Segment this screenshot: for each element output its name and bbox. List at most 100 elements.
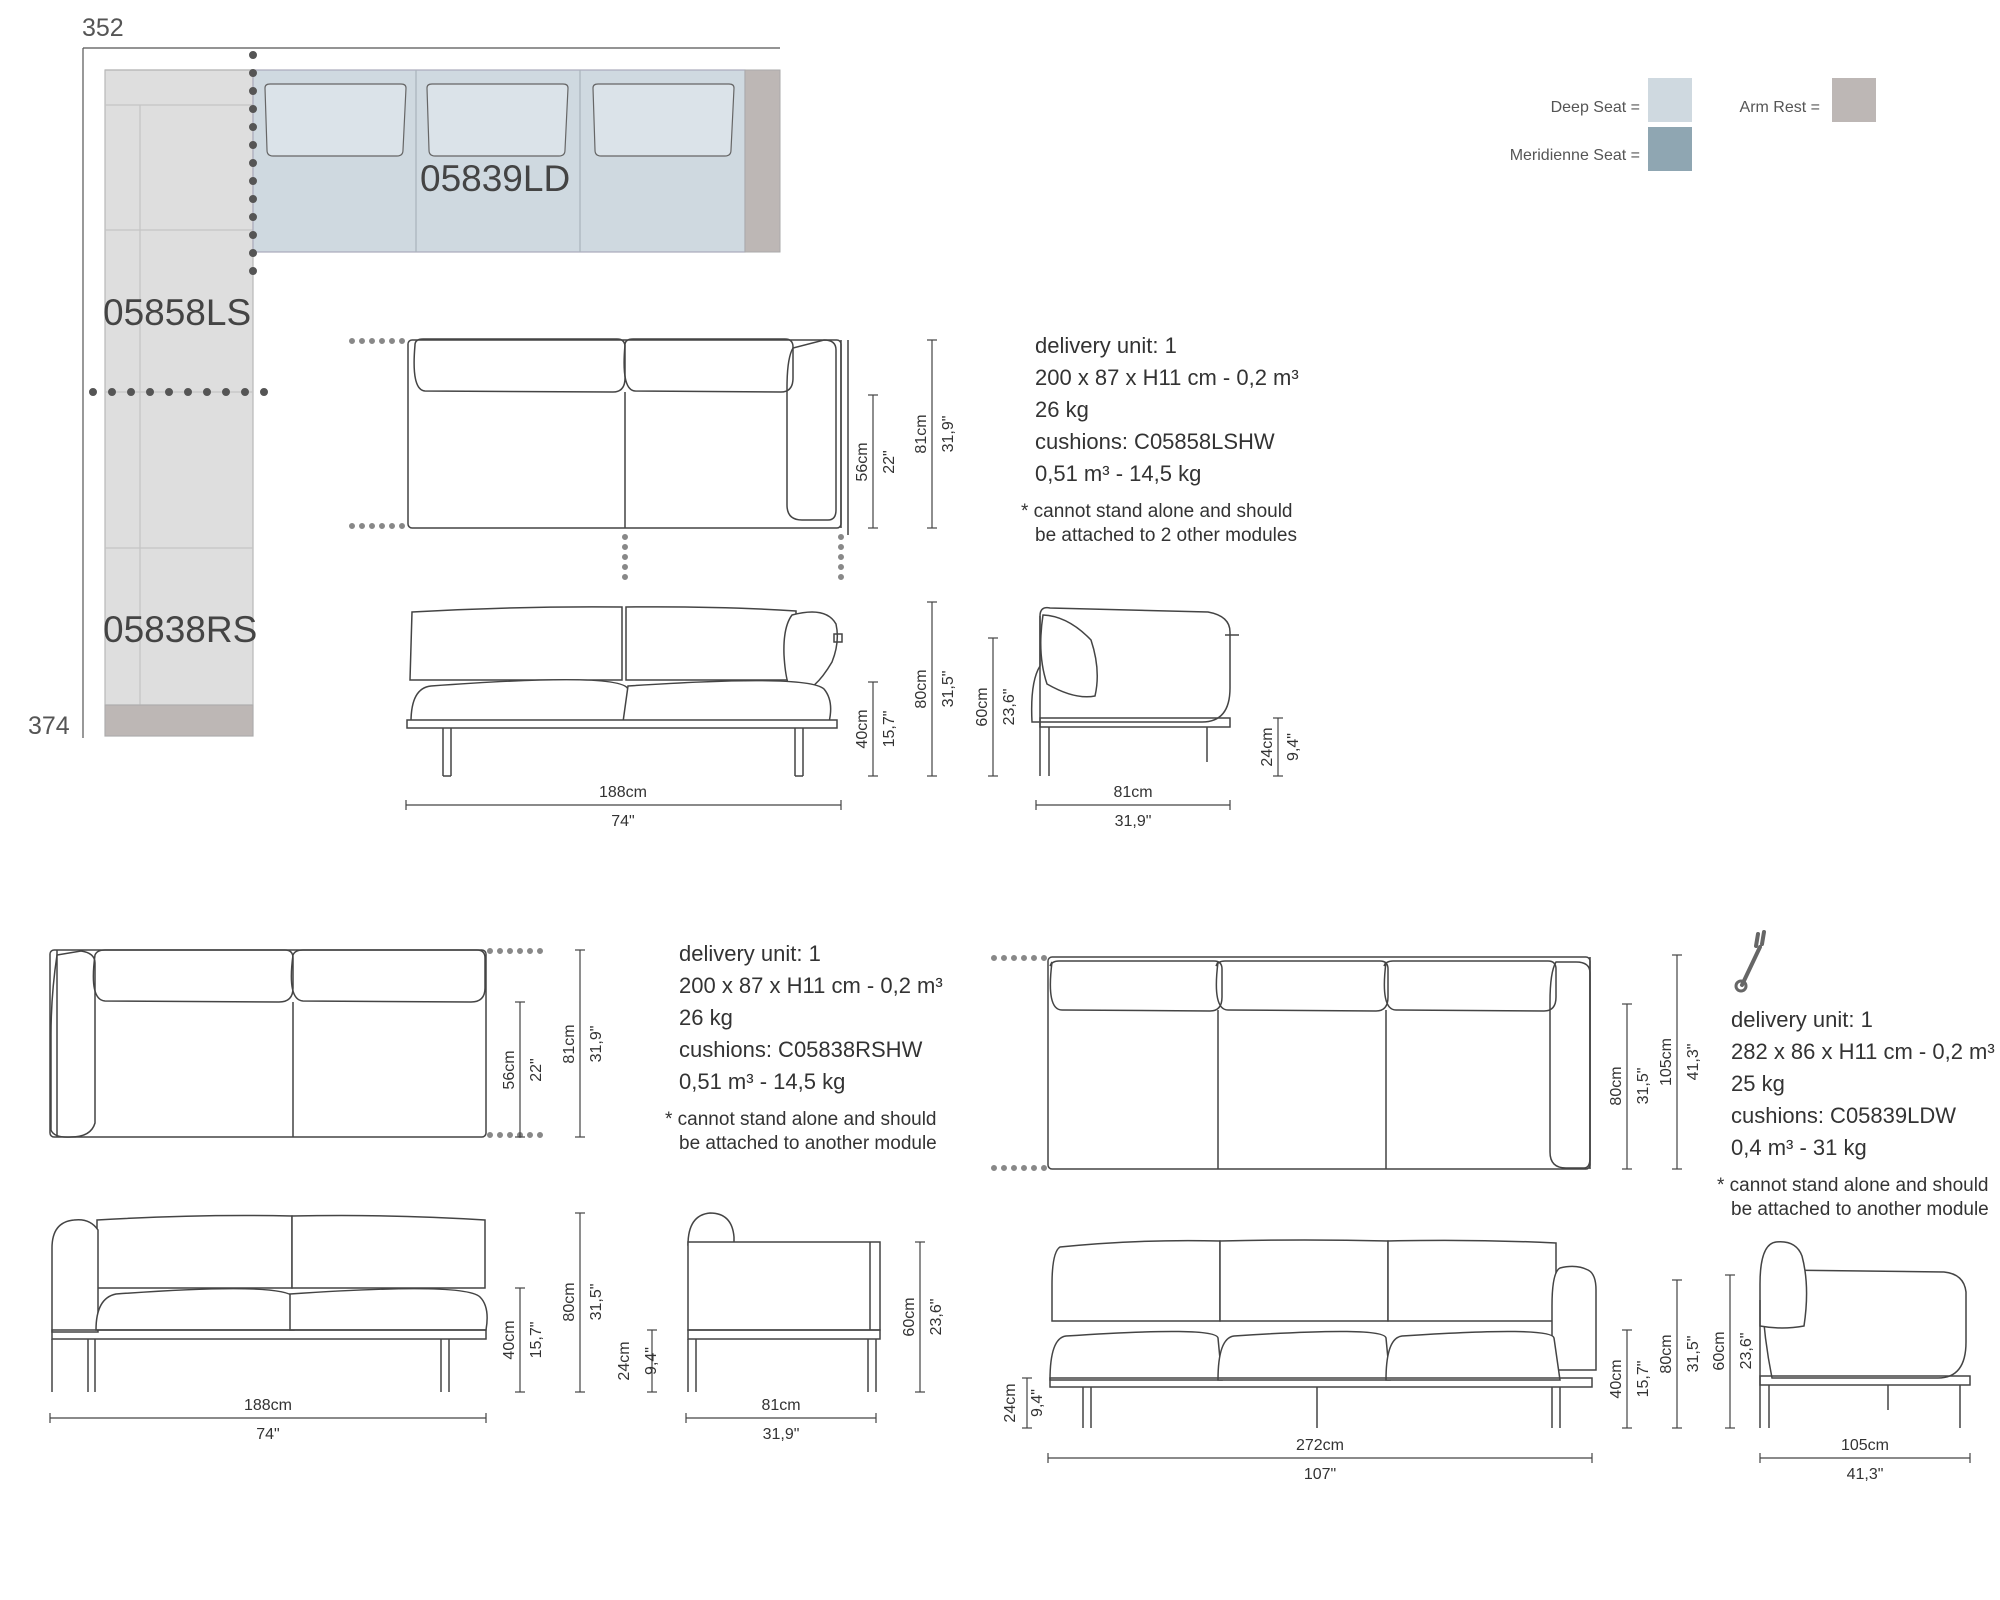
ld-front-leg-in: 9,4" bbox=[1029, 1389, 1046, 1417]
ls-front-seat-h-in: 15,7" bbox=[881, 711, 898, 748]
plan-width-label: 352 bbox=[82, 14, 124, 42]
module-rs-top-view bbox=[49, 949, 487, 1138]
ld-side-in: 41,3" bbox=[1847, 1466, 1884, 1483]
ld-front-arm-cm: 60cm bbox=[1711, 1331, 1728, 1370]
module-ld-info: delivery unit: 1 282 x 86 x H11 cm - 0,2… bbox=[1717, 1004, 1996, 1222]
module-rs-front-view bbox=[51, 1214, 488, 1392]
ls-side-leg-in: 9,4" bbox=[1285, 733, 1302, 761]
ls-cushion-size: 0,51 m³ - 14,5 kg bbox=[1035, 461, 1202, 486]
ld-top-seat-cm: 80cm bbox=[1608, 1066, 1625, 1105]
rs-front-h-in: 31,5" bbox=[588, 1284, 605, 1321]
module-rs-side-view bbox=[687, 1212, 881, 1392]
rs-side-leg-in: 9,4" bbox=[643, 1347, 660, 1375]
ls-top-seat-cm: 56cm bbox=[854, 442, 871, 481]
ld-front-leg-cm: 24cm bbox=[1002, 1383, 1019, 1422]
plan-label-05838RS: 05838RS bbox=[103, 609, 257, 650]
ls-note: * cannot stand alone and should be attac… bbox=[1021, 500, 1375, 548]
ld-cushions: cushions: C05839LDW bbox=[1731, 1103, 1957, 1128]
ls-note-line1: * cannot stand alone and should bbox=[1021, 501, 1293, 522]
ld-note-line1: * cannot stand alone and should bbox=[1717, 1175, 1989, 1196]
ls-front-h-cm: 80cm bbox=[913, 669, 930, 708]
ls-front-h-in: 31,5" bbox=[940, 671, 957, 708]
ld-top-depth-cm: 105cm bbox=[1658, 1038, 1675, 1086]
ld-front-seat-h-in: 15,7" bbox=[1635, 1361, 1652, 1398]
ls-side-leg-cm: 24cm bbox=[1259, 727, 1276, 766]
plan-label-05858LS: 05858LS bbox=[103, 292, 251, 333]
rs-front-seat-h-in: 15,7" bbox=[528, 1322, 545, 1359]
plan-cushion-3 bbox=[592, 83, 735, 157]
module-ld-top-view bbox=[1047, 956, 1591, 1170]
plan-arm-rest-bottom bbox=[104, 704, 254, 737]
rs-side-cm: 81cm bbox=[761, 1397, 800, 1414]
rs-top-seat-in: 22" bbox=[528, 1058, 545, 1081]
ls-note-line2: be attached to 2 other modules bbox=[1035, 525, 1297, 546]
rs-width-cm: 188cm bbox=[244, 1397, 292, 1414]
module-ls-top-dots bbox=[349, 338, 844, 587]
rs-side-leg-cm: 24cm bbox=[616, 1341, 633, 1380]
plan-straight-seat bbox=[104, 69, 254, 737]
ls-top-depth-cm: 81cm bbox=[913, 414, 930, 453]
plan-label-05839LD: 05839LD bbox=[420, 158, 570, 199]
dimension-lines bbox=[49, 339, 1971, 1463]
ld-width-cm: 272cm bbox=[1296, 1437, 1344, 1454]
ls-top-depth-in: 31,9" bbox=[940, 416, 957, 453]
legend-arm-rest-label: Arm Rest = bbox=[1739, 99, 1820, 116]
rs-weight: 26 kg bbox=[679, 1005, 733, 1030]
rs-size: 200 x 87 x H11 cm - 0,2 m³ bbox=[679, 973, 943, 998]
ls-front-arm-cm: 60cm bbox=[974, 687, 991, 726]
module-ls-info: delivery unit: 1 200 x 87 x H11 cm - 0,2… bbox=[1021, 330, 1375, 548]
module-rs-top-dots bbox=[487, 948, 548, 1138]
legend-deep-seat-label: Deep Seat = bbox=[1550, 99, 1640, 116]
ld-front-h-cm: 80cm bbox=[1658, 1334, 1675, 1373]
rs-top-depth-in: 31,9" bbox=[588, 1026, 605, 1063]
legend-deep-seat-swatch bbox=[1648, 78, 1692, 122]
legend-arm-rest-swatch bbox=[1832, 78, 1876, 122]
plan-view: 352 374 05839LD 05858LS 05838RS bbox=[28, 14, 781, 740]
ls-front-arm-in: 23,6" bbox=[1001, 689, 1018, 726]
module-ld-side-view bbox=[1759, 1241, 1971, 1428]
ld-front-h-in: 31,5" bbox=[1685, 1336, 1702, 1373]
plan-cushion-1 bbox=[264, 83, 407, 157]
ls-side-cm: 81cm bbox=[1113, 784, 1152, 801]
ls-delivery: delivery unit: 1 bbox=[1035, 333, 1177, 358]
ls-front-seat-h-cm: 40cm bbox=[854, 709, 871, 748]
rs-top-seat-cm: 56cm bbox=[501, 1050, 518, 1089]
module-ls-front-view bbox=[406, 606, 843, 777]
ld-front-seat-h-cm: 40cm bbox=[1608, 1359, 1625, 1398]
ld-front-arm-in: 23,6" bbox=[1738, 1333, 1755, 1370]
module-ls-side-view bbox=[1030, 606, 1239, 776]
module-ld-front-view bbox=[1049, 1239, 1597, 1428]
wrench-icon bbox=[1734, 930, 1766, 993]
rs-cushions: cushions: C05838RSHW bbox=[679, 1037, 923, 1062]
ld-width-in: 107" bbox=[1304, 1466, 1336, 1483]
rs-note: * cannot stand alone and should be attac… bbox=[665, 1108, 1019, 1156]
rs-top-depth-cm: 81cm bbox=[561, 1024, 578, 1063]
ls-cushions: cushions: C05858LSHW bbox=[1035, 429, 1275, 454]
legend-meridienne-seat-label: Meridienne Seat = bbox=[1509, 147, 1640, 164]
rs-width-in: 74" bbox=[256, 1426, 279, 1443]
ld-cushion-size: 0,4 m³ - 31 kg bbox=[1731, 1135, 1867, 1160]
ld-top-seat-in: 31,5" bbox=[1635, 1068, 1652, 1105]
rs-note-line1: * cannot stand alone and should bbox=[665, 1109, 937, 1130]
ld-side-cm: 105cm bbox=[1841, 1437, 1889, 1454]
ld-note-line2: be attached to another module bbox=[1731, 1199, 1989, 1220]
module-rs-info: delivery unit: 1 200 x 87 x H11 cm - 0,2… bbox=[665, 938, 1019, 1156]
module-ld-top-dots bbox=[991, 955, 1048, 1171]
ls-top-seat-in: 22" bbox=[881, 450, 898, 473]
rs-note-line2: be attached to another module bbox=[679, 1133, 937, 1154]
plan-cushion-2 bbox=[426, 83, 569, 157]
ls-size: 200 x 87 x H11 cm - 0,2 m³ bbox=[1035, 365, 1299, 390]
ld-top-depth-in: 41,3" bbox=[1685, 1044, 1702, 1081]
rs-side-arm-in: 23,6" bbox=[928, 1299, 945, 1336]
rs-side-arm-cm: 60cm bbox=[901, 1297, 918, 1336]
ld-size: 282 x 86 x H11 cm - 0,2 m³ bbox=[1731, 1039, 1995, 1064]
rs-delivery: delivery unit: 1 bbox=[679, 941, 821, 966]
plan-depth-label: 374 bbox=[28, 712, 70, 740]
ls-weight: 26 kg bbox=[1035, 397, 1089, 422]
plan-arm-rest-right bbox=[744, 69, 781, 253]
legend-meridienne-seat-swatch bbox=[1648, 127, 1692, 171]
ld-delivery: delivery unit: 1 bbox=[1731, 1007, 1873, 1032]
rs-front-seat-h-cm: 40cm bbox=[501, 1320, 518, 1359]
